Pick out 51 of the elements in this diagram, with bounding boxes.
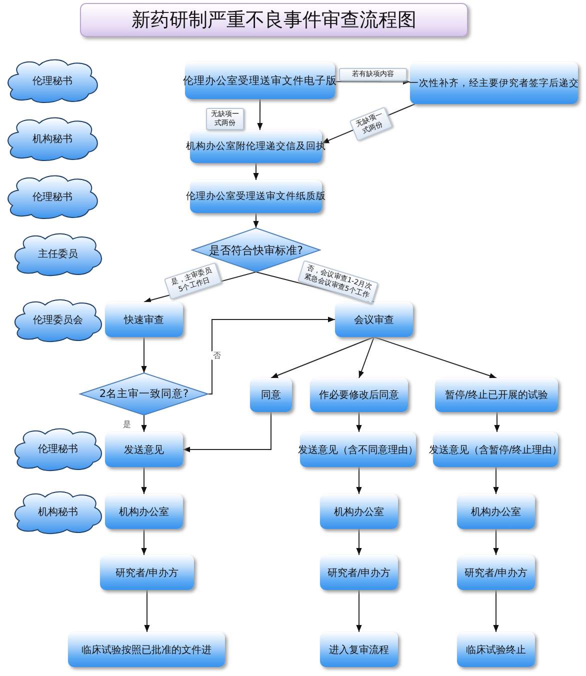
decision-diamond: 2名主审一致同意?: [80, 373, 208, 415]
process-box: 进入复审流程: [320, 632, 398, 667]
process-box: 伦理办公室受理送审文件电子版: [185, 62, 335, 99]
process-box: 机构办公室: [105, 494, 183, 529]
arrow: [356, 528, 362, 556]
title-banner: 新药研制严重不良事件审查流程图: [80, 3, 468, 37]
arrow: [257, 98, 263, 130]
role-cloud: 机构秘书: [5, 116, 100, 161]
arrow: [374, 336, 497, 378]
arrow: [141, 336, 147, 374]
edge-label: 是: [121, 420, 133, 428]
process-box: 机构办公室: [457, 494, 535, 529]
process-box: 暂停/终止已开展的试验: [435, 378, 558, 412]
edge-label: 否: [211, 350, 223, 360]
arrow: [358, 336, 374, 378]
process-box: 发送意见: [105, 432, 183, 467]
process-box: 会议审查: [335, 302, 413, 337]
process-box: 快速审查: [105, 302, 183, 337]
arrow: [356, 590, 362, 632]
process-box: 一次性补齐，经主要伊究者签字后递交: [410, 62, 578, 104]
process-box: 临床试验终止: [457, 632, 535, 667]
arrow: [494, 412, 500, 432]
role-cloud: 伦理秘书: [5, 174, 100, 219]
arrow: [356, 412, 362, 432]
role-cloud: 机构秘书: [12, 490, 104, 534]
arrow: [141, 528, 147, 556]
process-box: 研究者/申办方: [457, 555, 535, 590]
arrow: [493, 590, 499, 632]
process-box: 作必要修改后同意: [310, 378, 408, 412]
process-box: 同意: [250, 378, 292, 412]
process-box: 临床试验按照已批准的文件进: [68, 632, 225, 667]
arrow: [144, 590, 150, 632]
arrow: [208, 316, 336, 394]
process-box: 机构办公室: [320, 494, 398, 529]
role-cloud: 伦理委员会: [12, 298, 104, 342]
role-cloud: 伦理秘书: [5, 58, 100, 103]
arrow: [356, 466, 362, 494]
process-box: 研究者/申办方: [320, 555, 398, 590]
arrow: [253, 212, 259, 228]
arrow: [141, 466, 147, 494]
arrow: [493, 466, 499, 494]
process-box: 发送意见（含不同意理由）: [300, 432, 416, 467]
process-box: 研究者/申办方: [100, 555, 194, 590]
role-cloud: 主任委员: [12, 232, 104, 276]
arrow: [253, 162, 259, 180]
arrow: [493, 528, 499, 556]
arrow: [141, 414, 147, 432]
arrow: [334, 78, 410, 85]
role-cloud: 伦理秘书: [12, 427, 104, 471]
arrow: [182, 412, 272, 452]
arrow: [270, 336, 374, 378]
